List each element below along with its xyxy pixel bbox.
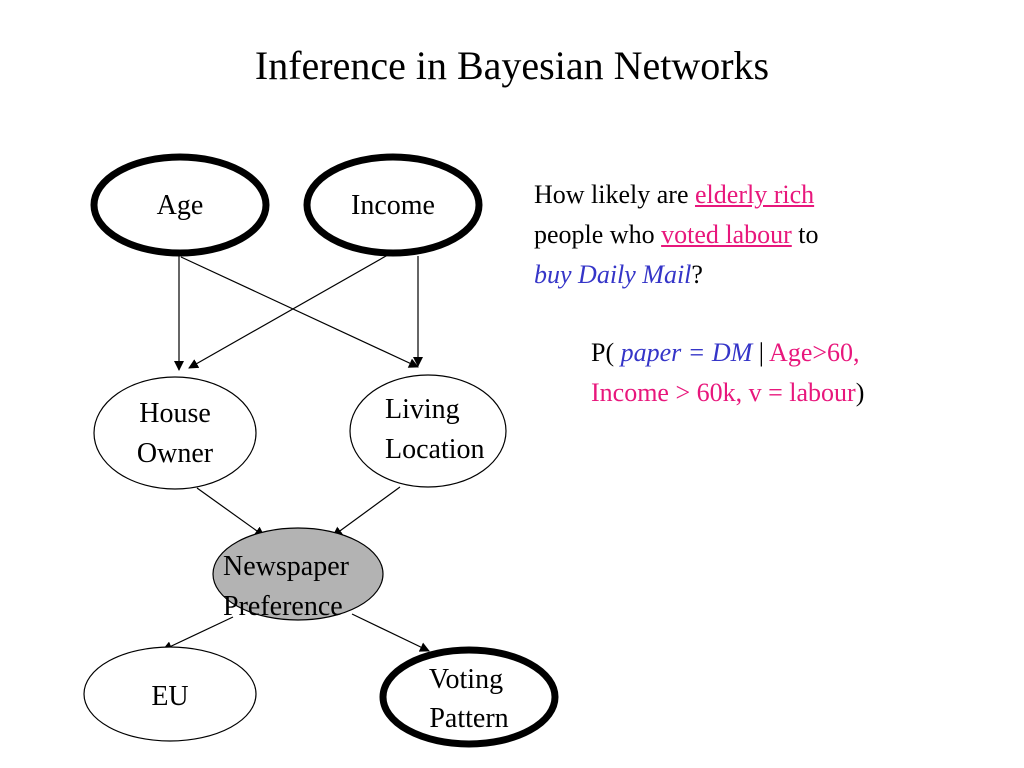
node-house-owner-line1: House xyxy=(139,398,211,429)
question-part4: ? xyxy=(691,260,703,289)
edge-newspaper-to-eu xyxy=(162,616,234,651)
question-part2: people who xyxy=(534,220,662,249)
voted-labour-highlight: voted labour xyxy=(661,220,792,249)
node-house-owner: House Owner xyxy=(93,376,257,490)
node-living-location-line1: Living xyxy=(385,394,460,425)
node-newspaper-preference: Newspaper Preference xyxy=(212,527,384,622)
node-voting-pattern-line1: Voting xyxy=(429,664,503,695)
formula-open: P( xyxy=(591,338,621,367)
edge-house-owner-to-newspaper xyxy=(196,487,265,537)
node-income-ellipse xyxy=(303,153,483,257)
node-newspaper-preference-ellipse xyxy=(212,527,384,621)
node-newspaper-preference-line1: Newspaper xyxy=(223,551,350,582)
edge-age-to-living-location xyxy=(180,256,419,368)
formula-evidence-income-vote: Income > 60k, v = labour xyxy=(591,378,856,407)
edges xyxy=(162,251,430,652)
node-age-label: Age xyxy=(157,190,204,221)
buy-daily-mail-highlight: buy Daily Mail xyxy=(534,260,692,289)
formula-bar: | xyxy=(752,338,770,367)
node-eu-label: EU xyxy=(151,681,188,712)
node-voting-pattern-ellipse xyxy=(379,646,559,748)
query-question: How likely are elderly rich people who v… xyxy=(534,175,954,295)
node-eu-ellipse xyxy=(83,646,257,742)
edge-living-location-to-newspaper xyxy=(332,486,401,537)
node-income: Income xyxy=(303,153,483,257)
node-age: Age xyxy=(90,153,270,257)
node-newspaper-preference-line2: Preference xyxy=(223,591,343,622)
edge-income-to-house-owner xyxy=(188,251,394,369)
probability-formula: P( paper = DM | Age>60, Income > 60k, v … xyxy=(591,333,1011,413)
slide-title: Inference in Bayesian Networks xyxy=(254,43,770,88)
node-voting-pattern: Voting Pattern xyxy=(379,646,559,748)
edge-newspaper-to-voting-pattern xyxy=(351,613,430,652)
node-house-owner-line2: Owner xyxy=(137,438,214,469)
node-living-location-line2: Location xyxy=(385,434,485,465)
node-eu: EU xyxy=(83,646,257,742)
question-part1: How likely are xyxy=(534,180,696,209)
elderly-rich-highlight: elderly rich xyxy=(695,180,815,209)
node-age-ellipse xyxy=(90,153,270,257)
formula-evidence-age: Age>60, xyxy=(769,338,860,367)
node-living-location: Living Location xyxy=(349,374,507,488)
formula-query: paper = DM xyxy=(620,338,753,367)
node-house-owner-ellipse xyxy=(93,376,257,490)
node-income-label: Income xyxy=(351,190,435,221)
node-voting-pattern-line2: Pattern xyxy=(429,703,508,734)
formula-close: ) xyxy=(855,378,865,407)
question-part3: to xyxy=(791,220,819,249)
node-living-location-ellipse xyxy=(349,374,507,488)
